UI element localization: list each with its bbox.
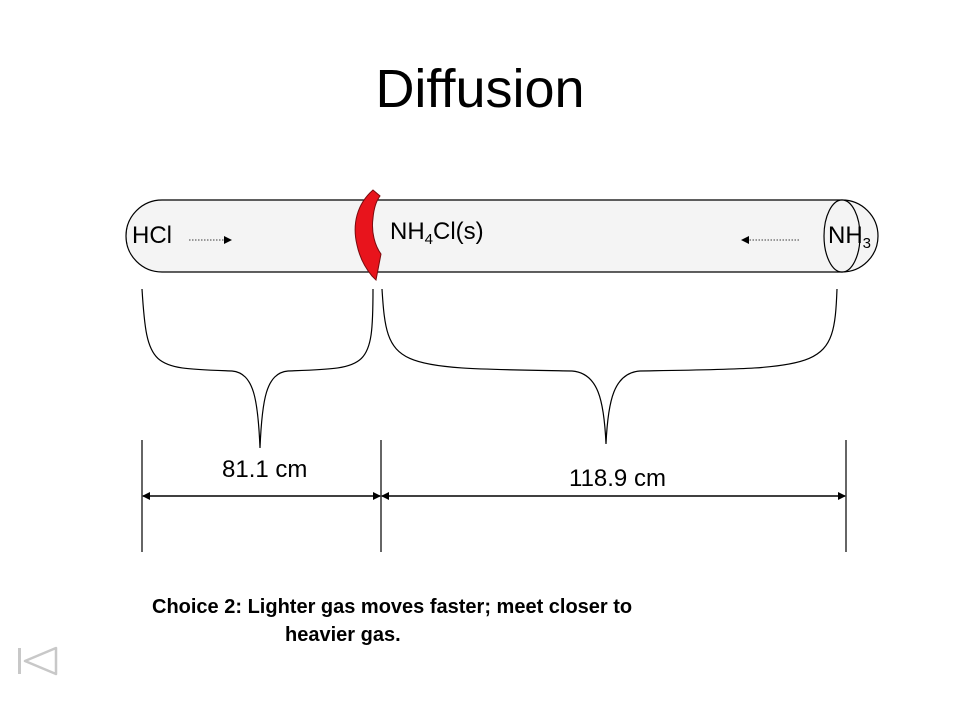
glass-tube (125, 199, 879, 273)
right-distance-label: 118.9 cm (569, 465, 666, 492)
left-distance-label: 81.1 cm (222, 456, 308, 483)
slide-title: Diffusion (375, 59, 585, 119)
meeting-point-marker-icon (354, 189, 382, 282)
product-base: NH (390, 218, 425, 245)
hcl-label: HCl (132, 222, 172, 249)
left-brace (141, 288, 374, 449)
product-rest: Cl(s) (433, 218, 484, 245)
skip-to-end-icon (18, 646, 58, 676)
skip-to-end-button[interactable] (16, 646, 62, 676)
caption-line-2: heavier gas. (285, 624, 401, 646)
caption: Choice 2: Lighter gas moves faster; meet… (152, 593, 632, 649)
ammonium-chloride-label: NH4Cl(s) (390, 218, 484, 248)
caption-line-1: Choice 2: Lighter gas moves faster; meet… (152, 596, 633, 618)
right-brace (381, 288, 838, 445)
ammonia-base: NH (828, 222, 863, 249)
ammonia-subscript: 3 (862, 235, 872, 252)
product-subscript: 4 (424, 231, 434, 248)
ammonia-label: NH3 (828, 222, 872, 252)
